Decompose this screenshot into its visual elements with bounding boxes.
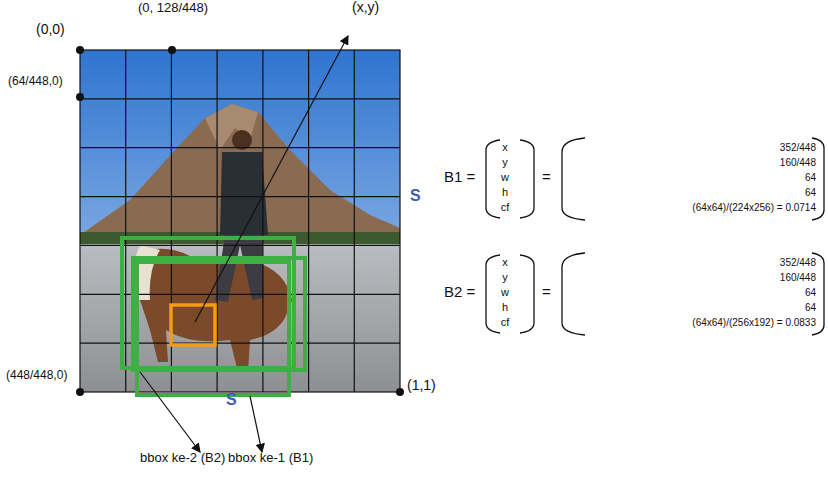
photo: [80, 50, 400, 392]
bbox-label: bbox ke-2 (B2): [140, 451, 225, 465]
vector-value: 352/448: [780, 257, 816, 268]
coord-label: (1,1): [407, 378, 436, 393]
vector-entry: h: [502, 186, 508, 198]
coord-label: (0,0): [36, 22, 65, 37]
vector-entry: y: [502, 271, 508, 283]
vector-entry: x: [502, 141, 508, 153]
center-cell: [171, 305, 215, 345]
vector-value: 64: [805, 287, 816, 298]
vector-value: 64: [805, 172, 816, 183]
vector-value: (64x64)/(224x256) = 0.0714: [692, 202, 816, 213]
vector-entry: cf: [501, 316, 510, 328]
vector-entry: x: [502, 256, 508, 268]
coord-label: (448/448,0): [6, 369, 67, 382]
vector-entry: cf: [501, 201, 510, 213]
bounding-boxes: [122, 238, 305, 395]
coord-label: (64/448,0): [8, 75, 63, 88]
bbox-label: bbox ke-1 (B1): [228, 451, 313, 465]
coord-label: (0, 128/448): [138, 1, 208, 15]
leader-lines: [140, 36, 348, 452]
grid-size: S: [226, 391, 237, 409]
equals-sign: =: [542, 284, 551, 301]
vector-value: 160/448: [780, 272, 816, 283]
vector-value: 160/448: [780, 157, 816, 168]
vector-entry: w: [501, 171, 509, 183]
grid: [80, 50, 400, 392]
vector-entry: h: [502, 301, 508, 313]
vector-value: 64: [805, 302, 816, 313]
grid-size: S: [410, 187, 421, 205]
vector-name: B1 =: [444, 169, 475, 186]
equals-sign: =: [542, 169, 551, 186]
brackets: [486, 138, 824, 335]
vector-value: 64: [805, 187, 816, 198]
coord-label: (x,y): [352, 0, 379, 15]
vector-name: B2 =: [444, 284, 475, 301]
corner-dots: [76, 46, 404, 396]
vector-value: 352/448: [780, 142, 816, 153]
vector-entry: y: [502, 156, 508, 168]
vector-value: (64x64)/(256x192) = 0.0833: [692, 317, 816, 328]
vector-entry: w: [501, 286, 509, 298]
